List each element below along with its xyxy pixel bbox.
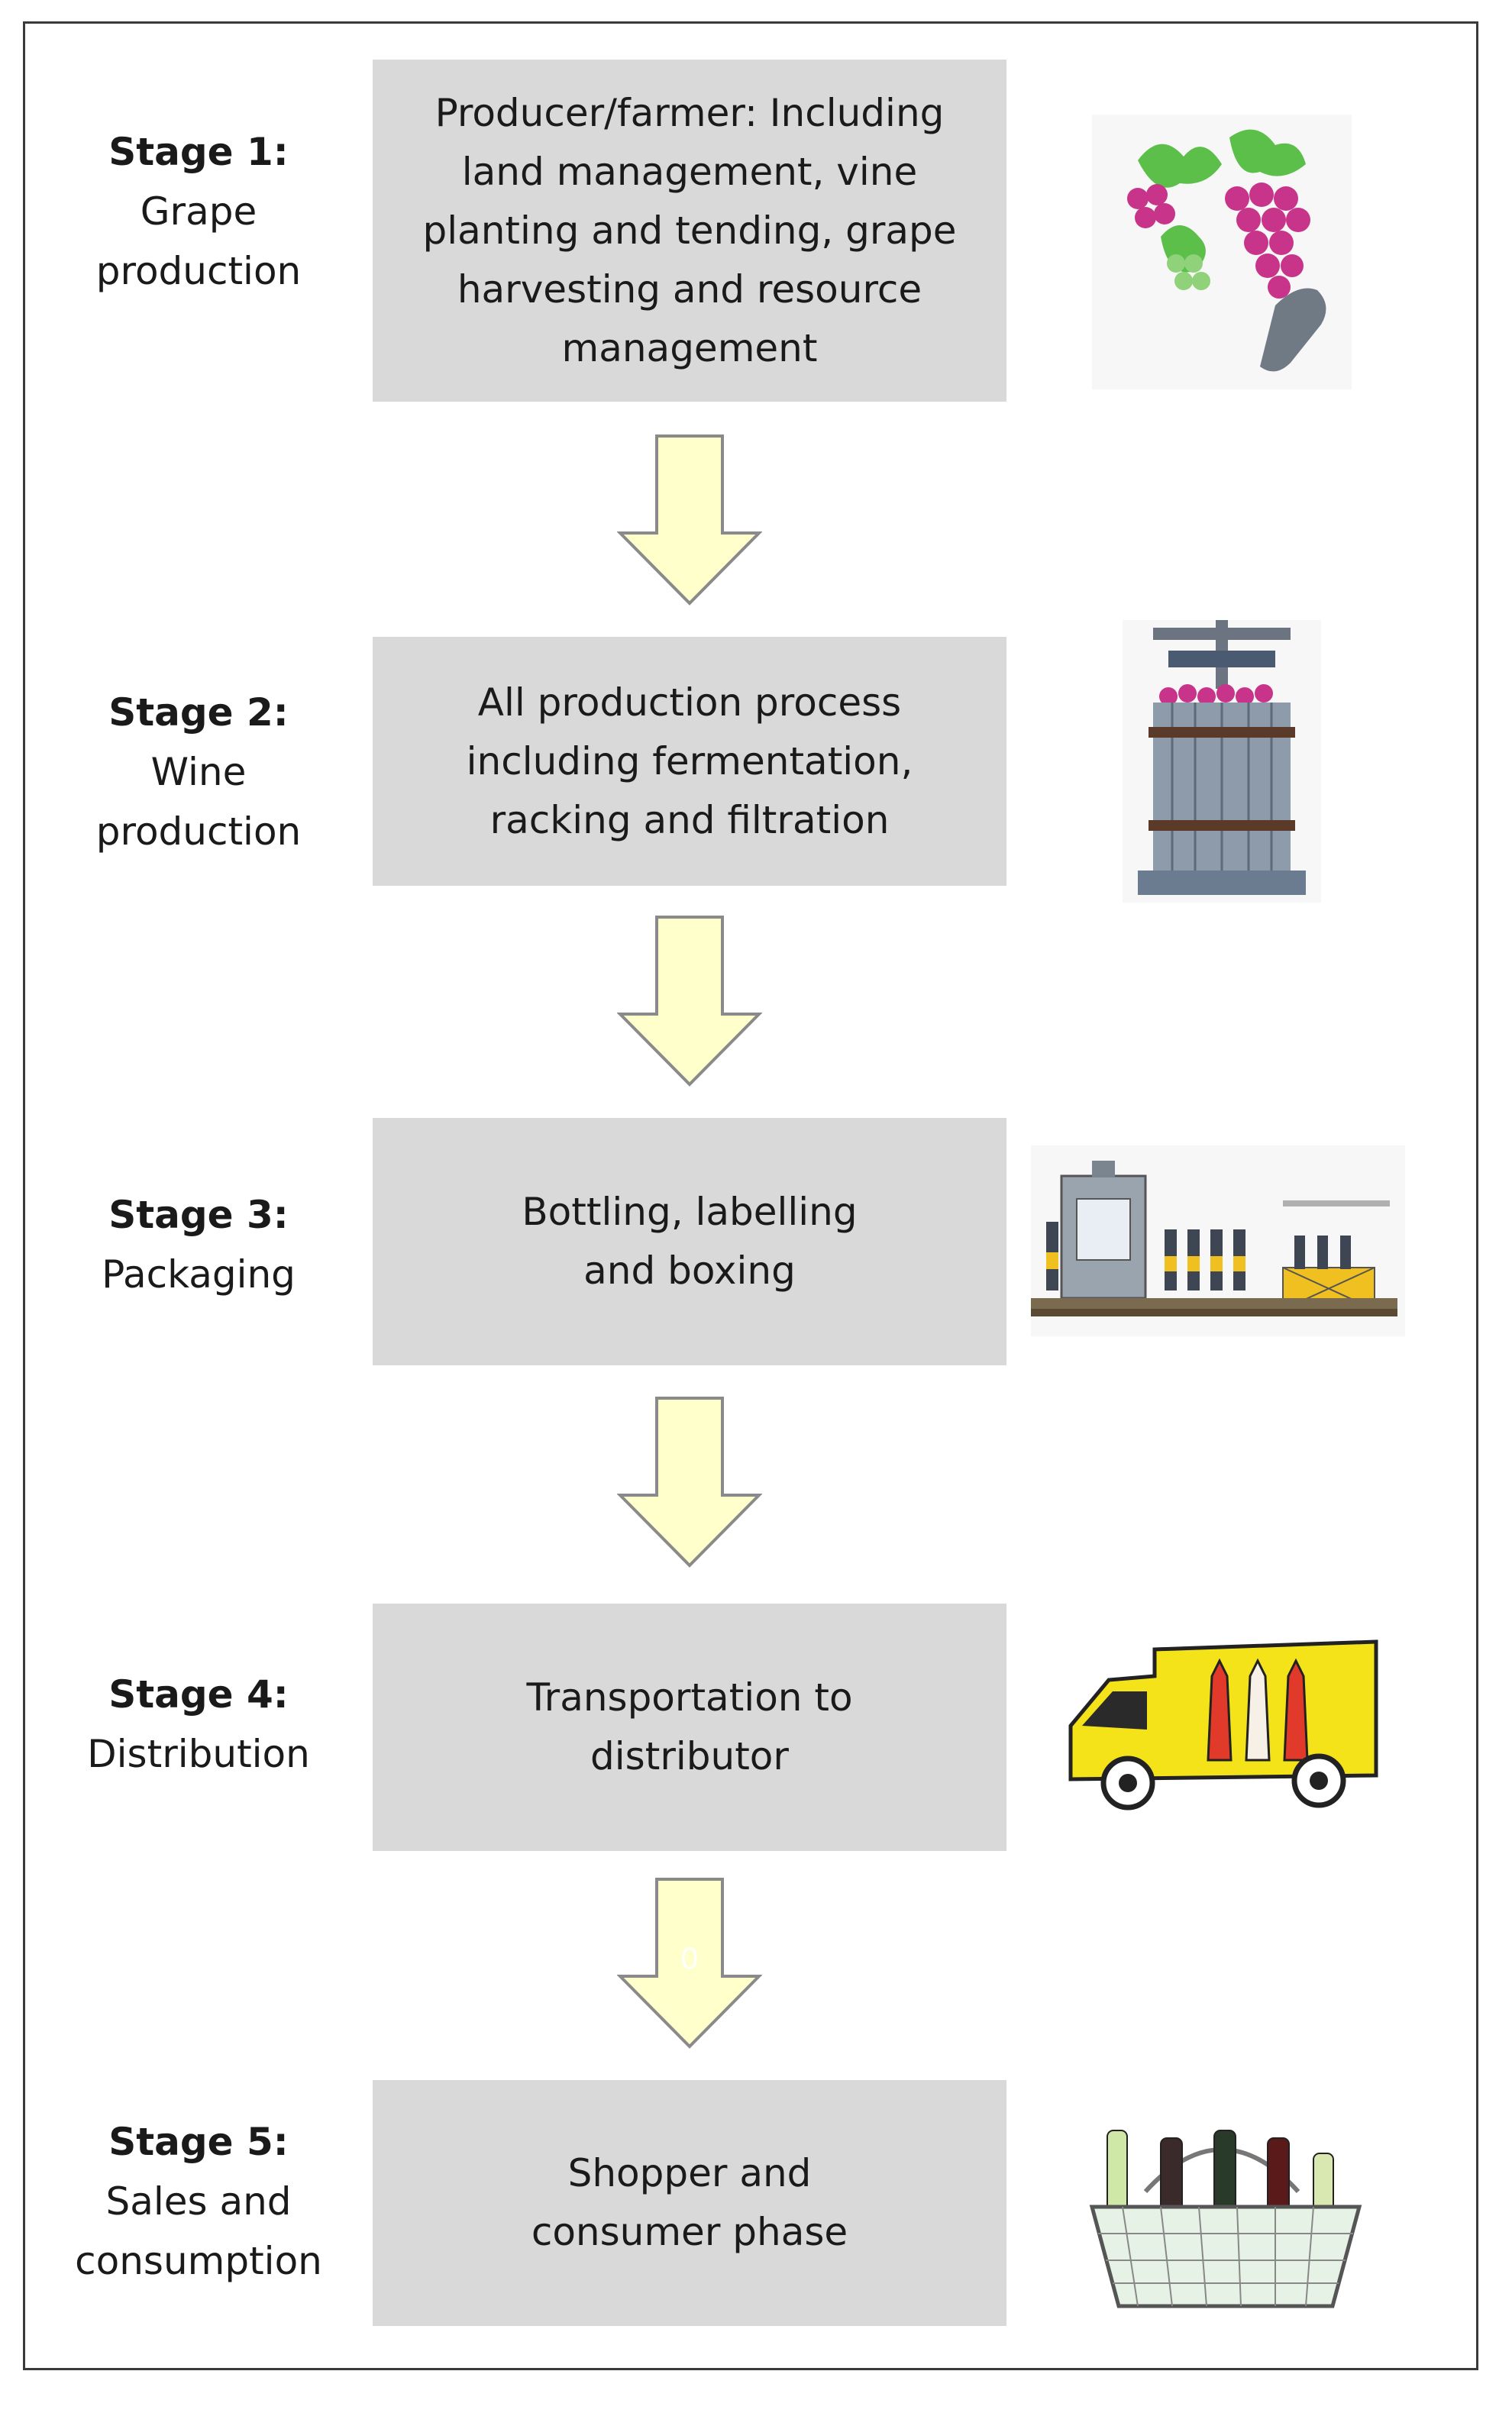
shopping-basket-icon — [1089, 2130, 1362, 2308]
stage-1-description: Producer/farmer: Including land manageme… — [422, 90, 957, 370]
delivery-truck-icon — [1068, 1639, 1378, 1811]
stage-1-label: Stage 1: Grape production — [46, 122, 351, 301]
stage-3-box: Bottling, labelling and boxing — [373, 1118, 1006, 1365]
stage-5-name: Sales and consumption — [75, 2179, 322, 2283]
stage-4-name: Distribution — [87, 1732, 310, 1776]
stage-1-box: Producer/farmer: Including land manageme… — [373, 60, 1006, 402]
arrow-4-mark: 0 — [681, 1942, 698, 1975]
flow-arrow-4: 0 — [617, 1878, 762, 2049]
stage-1-name: Grape production — [95, 189, 302, 293]
stage-4-box: Transportation to distributor — [373, 1604, 1006, 1851]
stage-3-label: Stage 3: Packaging — [46, 1185, 351, 1304]
stage-5-label: Stage 5: Sales and consumption — [46, 2112, 351, 2291]
flow-arrow-2 — [617, 916, 762, 1087]
stage-1-number: Stage 1: — [108, 130, 289, 174]
stage-3-description: Bottling, labelling and boxing — [522, 1190, 858, 1293]
stage-5-number: Stage 5: — [108, 2120, 289, 2164]
wine-press-icon — [1123, 620, 1321, 903]
stage-3-number: Stage 3: — [108, 1193, 289, 1237]
flow-arrow-3 — [617, 1397, 762, 1568]
stage-4-label: Stage 4: Distribution — [46, 1665, 351, 1784]
bottling-line-icon — [1031, 1145, 1405, 1336]
stage-2-label: Stage 2: Wine production — [46, 683, 351, 861]
stage-5-description: Shopper and consumer phase — [531, 2151, 848, 2254]
stage-4-description: Transportation to distributor — [526, 1675, 853, 1778]
stage-2-description: All production process including ferment… — [466, 680, 913, 842]
grape-harvest-icon — [1092, 115, 1352, 389]
stage-2-name: Wine production — [95, 750, 302, 854]
stage-2-number: Stage 2: — [108, 690, 289, 735]
stage-5-box: Shopper and consumer phase — [373, 2080, 1006, 2326]
stage-2-box: All production process including ferment… — [373, 637, 1006, 886]
stage-4-number: Stage 4: — [108, 1672, 289, 1717]
flow-arrow-1 — [617, 434, 762, 606]
stage-3-name: Packaging — [102, 1252, 296, 1297]
